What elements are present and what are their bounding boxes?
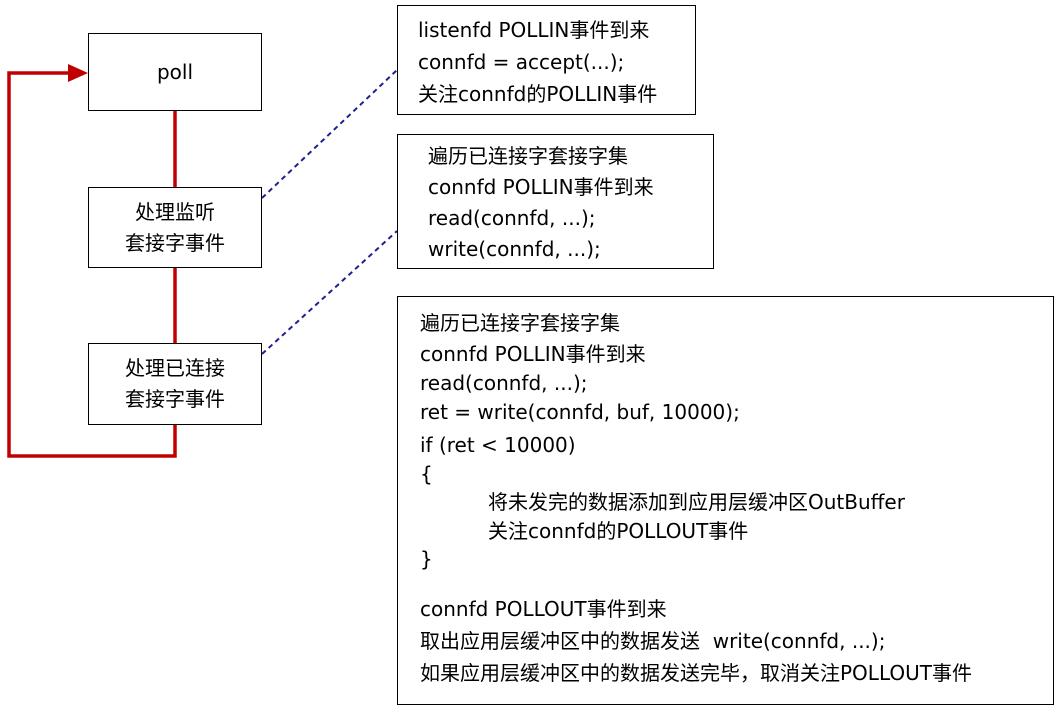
read-note-line: write(connfd, ...); <box>428 237 601 261</box>
read-note-box: 遍历已连接字套接字集 connfd POLLIN事件到来 read(connfd… <box>397 134 714 269</box>
dashed-connector-connected <box>261 230 398 355</box>
write-note-line: 遍历已连接字套接字集 <box>420 311 620 335</box>
listen-note-line: listenfd POLLIN事件到来 <box>418 18 650 42</box>
connected-node-label-line-2: 套接字事件 <box>125 387 225 411</box>
write-note-line: 关注connfd的POLLOUT事件 <box>488 519 749 543</box>
listen-note-line: 关注connfd的POLLIN事件 <box>418 82 658 106</box>
read-note-line: read(connfd, ...); <box>428 206 596 230</box>
listen-node-label-line-1: 处理监听 <box>135 199 215 224</box>
connected-node-label-line-1: 处理已连接 <box>125 356 225 380</box>
write-note-line: 如果应用层缓冲区中的数据发送完毕，取消关注POLLOUT事件 <box>420 661 972 685</box>
write-note-line: if (ret < 10000) <box>420 433 576 457</box>
loop-back-line <box>7 71 177 458</box>
dashed-connector-listen <box>261 69 398 199</box>
write-note-line: ret = write(connfd, buf, 10000); <box>420 400 740 424</box>
write-note-line: 取出应用层缓冲区中的数据发送 write(connfd, ...); <box>420 629 886 653</box>
connected-socket-node: 处理已连接 套接字事件 <box>88 343 262 425</box>
listen-note-line: connfd = accept(...); <box>418 50 625 74</box>
write-note-line: connfd POLLIN事件到来 <box>420 342 646 366</box>
write-note-box: 遍历已连接字套接字集 connfd POLLIN事件到来 read(connfd… <box>397 296 1054 705</box>
write-note-line: 将未发完的数据添加到应用层缓冲区OutBuffer <box>488 490 905 514</box>
listen-note-box: listenfd POLLIN事件到来 connfd = accept(...)… <box>397 5 696 115</box>
write-note-line: connfd POLLOUT事件到来 <box>420 597 667 621</box>
read-note-line: 遍历已连接字套接字集 <box>428 144 628 168</box>
write-note-line: read(connfd, ...); <box>420 371 588 395</box>
read-note-line: connfd POLLIN事件到来 <box>428 175 654 199</box>
write-note-line: { <box>420 462 433 486</box>
loop-back-arrowhead <box>68 64 88 82</box>
listen-node-label-line-2: 套接字事件 <box>125 230 225 255</box>
poll-node: poll <box>88 33 262 111</box>
poll-node-label: poll <box>156 59 194 84</box>
write-note-line: } <box>420 547 433 571</box>
listen-socket-node: 处理监听 套接字事件 <box>88 187 262 268</box>
